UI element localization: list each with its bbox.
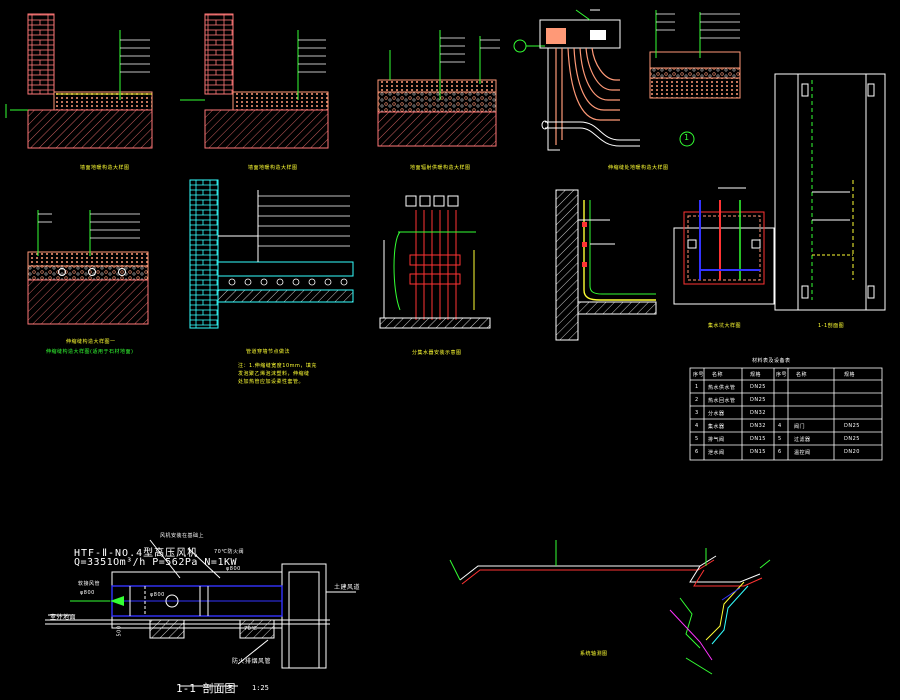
callout-earth: 土建风道	[334, 584, 361, 591]
detail-5-stone-floor-section	[649, 10, 741, 147]
caption-detail-7: 管道穿墙节点做法	[246, 349, 291, 355]
table-cell: 热水回水管	[708, 398, 736, 404]
table-cell: DN32	[750, 410, 766, 416]
caption-detail-3: 地面辐射供暖构造大样图	[410, 165, 471, 171]
callout-left-1: 软接风管	[78, 581, 101, 587]
table-cell: DN15	[750, 436, 766, 442]
table-header: 序号	[693, 372, 705, 378]
dim-70: 70℃	[244, 626, 258, 632]
table-cell: DN15	[750, 449, 766, 455]
table-cell: 5	[778, 436, 782, 442]
pump-spec-label: Q=3351Om³/h P=562Pa N=1KW	[74, 557, 238, 568]
materials-table-frame	[689, 367, 883, 461]
table-cell: 4	[695, 423, 699, 429]
table-cell: DN25	[844, 423, 860, 429]
circle-label: 1	[684, 133, 690, 142]
table-cell: 热水供水管	[708, 385, 736, 391]
caption-detail-6: 伸缩缝构造大样图一	[66, 339, 116, 345]
table-cell: 5	[695, 436, 699, 442]
table-cell: 过滤器	[794, 437, 811, 443]
table-cell: DN25	[750, 384, 766, 390]
dim-diameter-2: φ800	[226, 566, 241, 572]
callout-bottom: 防火排烟风管	[232, 658, 272, 665]
table-cell: DN25	[750, 397, 766, 403]
table-header: 规格	[750, 372, 762, 378]
detail-4-expansion-joint	[513, 9, 640, 151]
table-header: 序号	[776, 372, 788, 378]
table-cell: 泄水阀	[708, 450, 725, 456]
pump-section-title: 1-1 剖面图	[176, 682, 236, 695]
table-cell: 温控阀	[794, 450, 811, 456]
note-line-1: 注：1.伸缩缝宽度10mm，填充	[238, 363, 317, 369]
callout-ground: 室外地面	[50, 614, 77, 621]
detail-9-wall-bend	[555, 189, 657, 341]
caption-detail-6b: 伸缩缝构造大样图(适用于石材地面)	[46, 349, 134, 355]
table-header: 名称	[796, 372, 808, 378]
table-header: 名称	[712, 372, 724, 378]
pump-section-scale: 1:25	[252, 684, 269, 692]
table-cell: 6	[778, 449, 782, 455]
caption-detail-11: 1-1剖面图	[818, 323, 845, 329]
pipe-isometric-caption: 系统轴测图	[580, 651, 608, 657]
note-line-2: 发泡聚乙烯泡沫塑料，伸缩缝	[238, 371, 310, 377]
caption-detail-2: 墙面地暖构造大样图	[248, 165, 298, 171]
caption-detail-1: 墙面地暖构造大样图	[80, 165, 130, 171]
pump-model-label: HTF-Ⅱ-NO.4型高压风机	[74, 548, 199, 559]
table-header: 规格	[844, 372, 856, 378]
detail-2-floor-heating-wall	[180, 13, 329, 149]
caption-detail-10: 集水坑大样图	[708, 323, 742, 329]
table-cell: 集水器	[708, 424, 725, 430]
table-cell: 4	[778, 423, 782, 429]
table-cell: 分水器	[708, 411, 725, 417]
table-cell: DN32	[750, 423, 766, 429]
table-cell: 阀门	[794, 424, 806, 430]
detail-7-wall-penetration	[189, 179, 354, 329]
table-cell: DN25	[844, 436, 860, 442]
note-line-3: 处加热管应加设柔性套管。	[238, 379, 305, 385]
table-cell: 2	[695, 397, 699, 403]
table-cell: 1	[695, 384, 699, 390]
table-title: 材料表及设备表	[752, 358, 791, 364]
detail-8-manifold	[379, 195, 491, 329]
table-cell: 排气阀	[708, 437, 725, 443]
caption-detail-8: 分集水器安装示意图	[412, 350, 462, 356]
detail-3-floor-radiant-section	[377, 30, 500, 147]
detail-1-floor-heating-wall	[5, 13, 153, 149]
callout-left-2: φ800	[80, 590, 95, 596]
detail-10-collector-pit	[673, 187, 775, 305]
callout-fan: 风机安装在基础上	[160, 533, 205, 539]
dim-diameter-1: φ800	[150, 592, 165, 598]
dim-500: 500	[116, 625, 123, 637]
caption-detail-4: 伸缩缝处地暖构造大样图	[608, 165, 669, 171]
table-cell: 3	[695, 410, 699, 416]
callout-damper: 70℃防火阀	[214, 549, 244, 555]
table-cell: DN20	[844, 449, 860, 455]
detail-right-tall-section	[774, 73, 886, 311]
pump-section-drawing	[45, 539, 356, 687]
table-cell: 6	[695, 449, 699, 455]
detail-6-floor-section	[27, 210, 149, 325]
pipe-isometric-system	[449, 540, 771, 675]
